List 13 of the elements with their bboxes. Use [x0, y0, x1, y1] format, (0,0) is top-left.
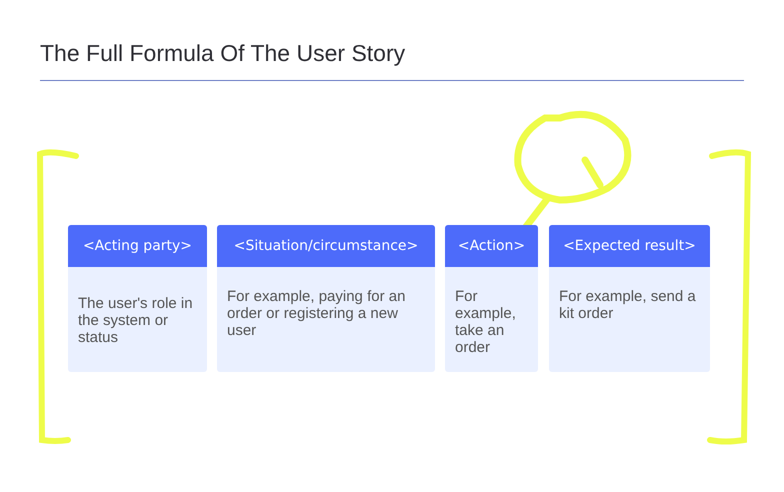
- card-description: For example, take an order: [455, 288, 517, 356]
- card-header: <Acting party>: [68, 225, 207, 267]
- card-description: The user's role in the system or status: [78, 295, 194, 346]
- card-description: For example, send a kit order: [559, 288, 697, 322]
- card-header: <Situation/circumstance>: [217, 225, 435, 267]
- card-description: For example, paying for an order or registering a new user: [227, 288, 406, 339]
- card: [217, 225, 435, 372]
- card-header: <Expected result>: [549, 225, 710, 267]
- card: [445, 225, 538, 372]
- title: The Full Formula Of The User Story: [40, 40, 406, 67]
- card: [68, 225, 207, 372]
- card: [549, 225, 710, 372]
- card-header: <Action>: [445, 225, 538, 267]
